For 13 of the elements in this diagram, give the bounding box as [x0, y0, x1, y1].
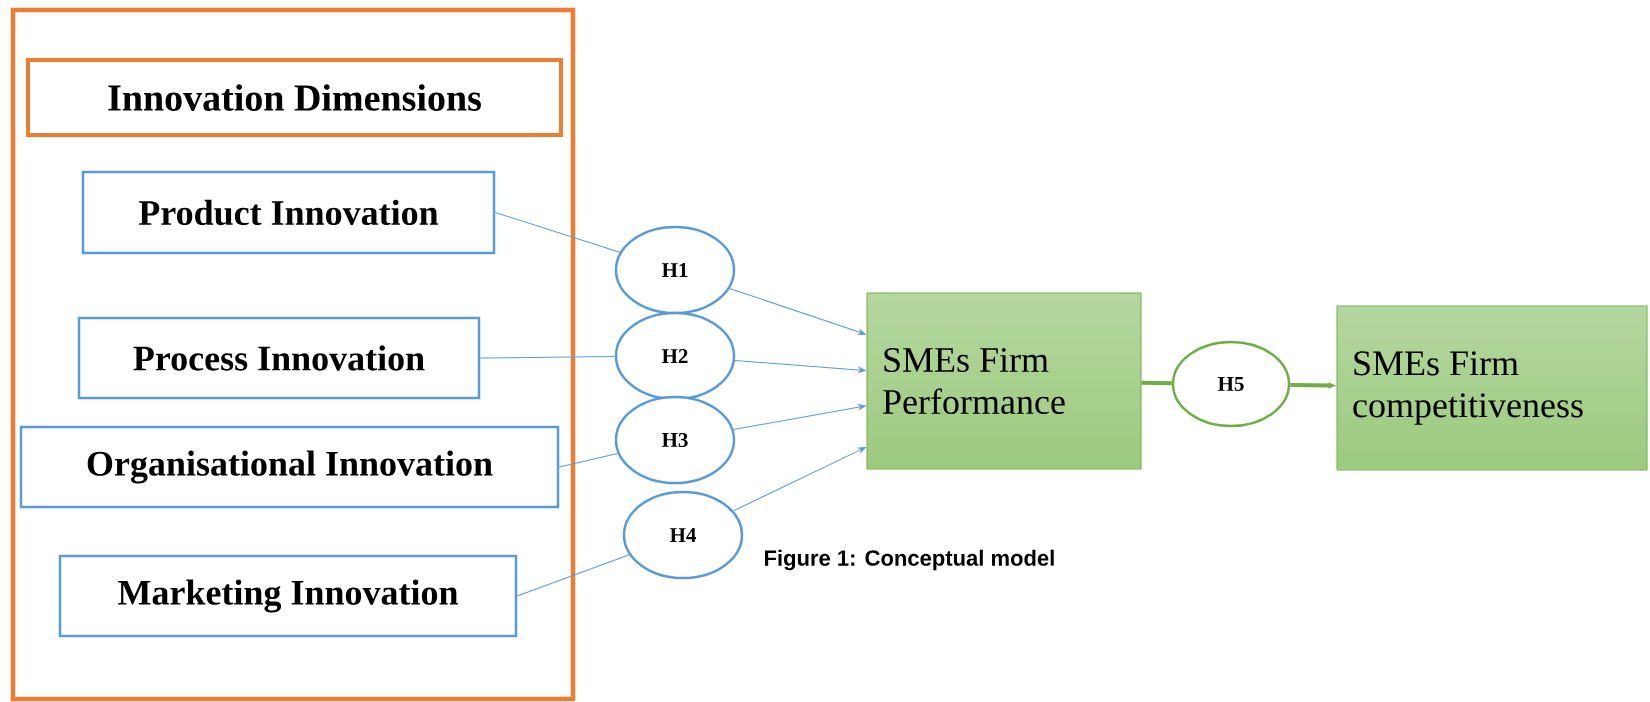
arrow [733, 404, 866, 430]
arrow [732, 447, 866, 512]
arrow [729, 288, 866, 336]
dimension-box: Process Innovation [77, 316, 481, 400]
heading-box: Innovation Dimensions [26, 58, 563, 137]
outcome-box: SMEs Firm competitiveness [1336, 305, 1648, 471]
arrow [734, 360, 866, 373]
group-frame [10, 7, 576, 702]
outcome-box: SMEs Firm Performance [866, 292, 1142, 470]
dimension-box: Organisational Innovation [19, 425, 560, 509]
dimension-box: Marketing Innovation [58, 554, 518, 638]
dimension-box: Product Innovation [81, 170, 496, 255]
figure-caption: Figure 1: Conceptual model [765, 549, 1054, 571]
